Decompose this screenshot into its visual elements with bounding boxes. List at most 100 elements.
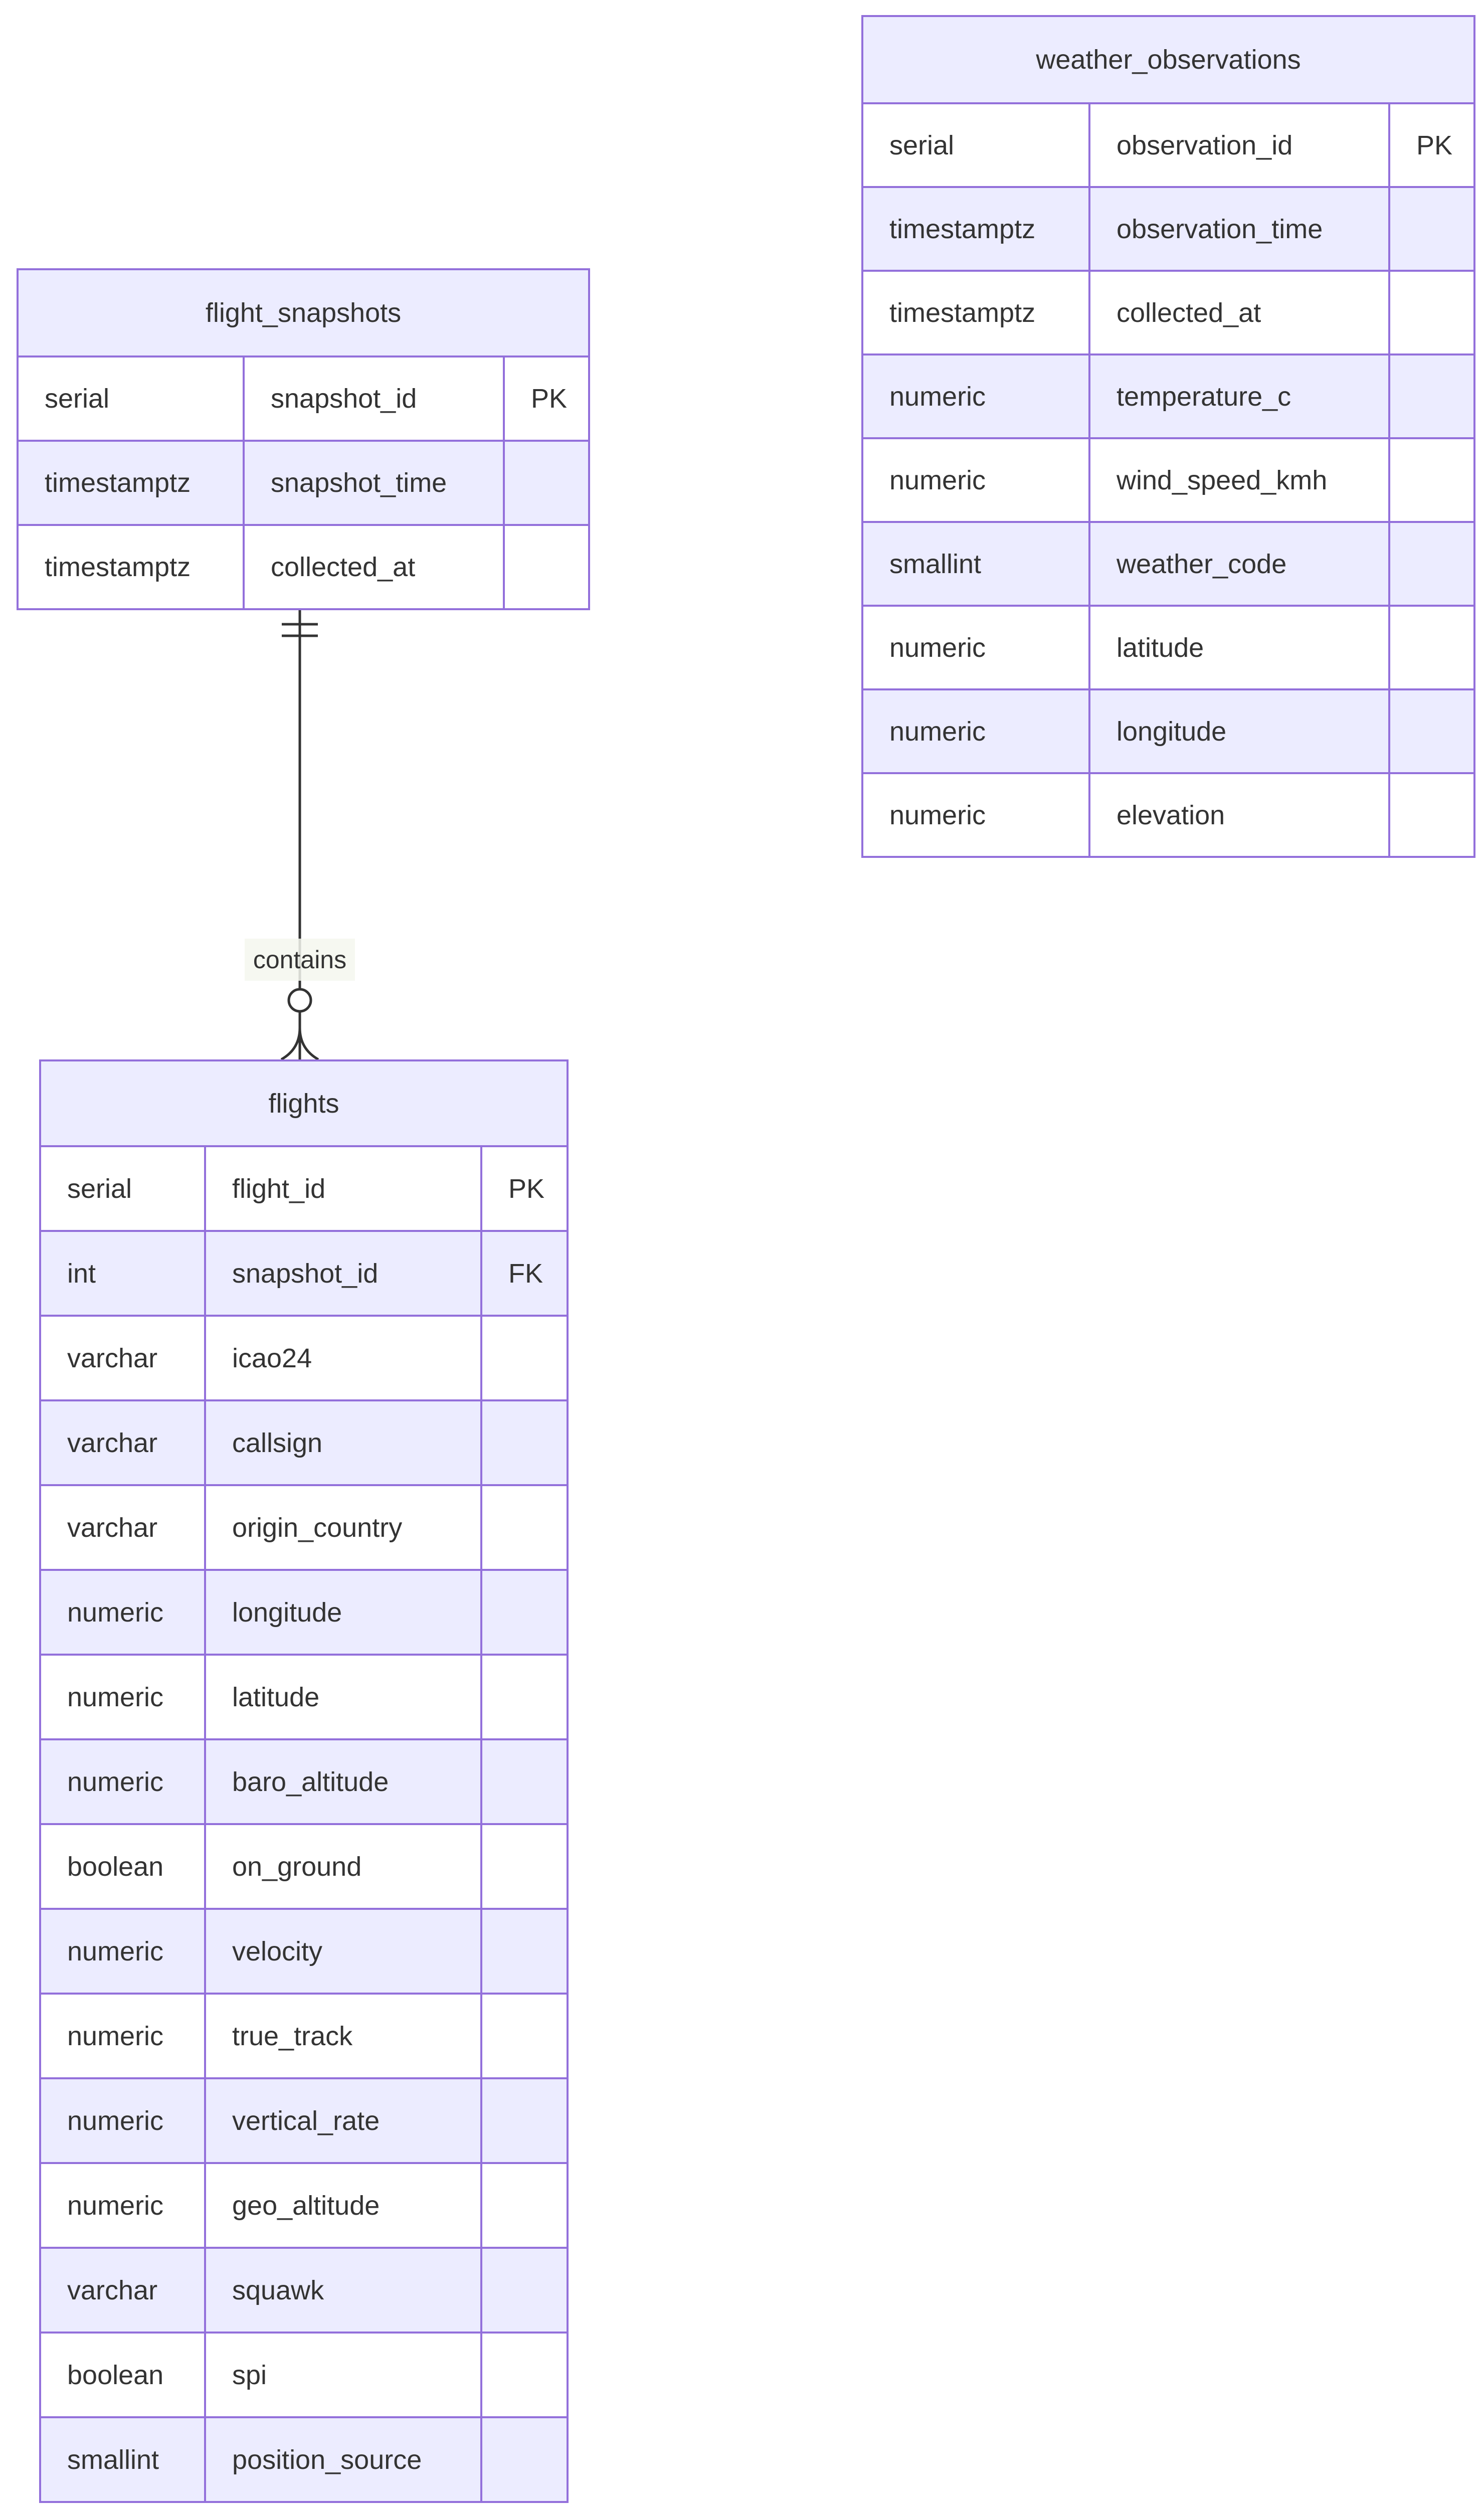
attribute-key-cell [482,2334,567,2416]
attribute-type-cell: smallint [863,523,1090,605]
attribute-name-cell: icao24 [206,1317,482,1399]
attribute-name-cell: velocity [206,1910,482,1993]
attribute-type-cell: smallint [41,2418,206,2501]
attribute-type-cell: numeric [41,1656,206,1738]
attribute-type-cell: varchar [41,1317,206,1399]
attribute-key-cell [482,2249,567,2332]
attribute-type-cell: numeric [41,1740,206,1823]
attribute-name-cell: squawk [206,2249,482,2332]
attribute-name-cell: origin_country [206,1486,482,1569]
attribute-key-cell [482,1740,567,1823]
attribute-key-cell [1390,523,1473,605]
attribute-key-cell [482,1910,567,1993]
entity-title: weather_observations [863,17,1473,102]
attribute-key-cell: PK [1416,130,1453,160]
attribute-type-cell: numeric [41,1910,206,1993]
attribute-type-cell: serial [863,104,1090,186]
relationship-label: contains [245,939,355,981]
attribute-key-cell [482,2418,567,2501]
attribute-type-cell: varchar [41,1401,206,1484]
attribute-key-cell [505,442,588,524]
attribute-key-cell: FK [508,1258,543,1289]
attribute-key-cell [1390,690,1473,772]
attribute-type-cell: serial [19,357,245,440]
attribute-type-cell: numeric [863,355,1090,437]
attribute-key-cell [482,2164,567,2247]
attribute-type-cell: timestamptz [19,442,245,524]
attribute-name-cell: observation_time [1090,188,1390,270]
attribute-key-cell [1390,439,1473,521]
attribute-name-cell: longitude [1090,690,1390,772]
attribute-type-cell: timestamptz [863,272,1090,353]
attribute-name-cell: vertical_rate [206,2079,482,2162]
attribute-type-cell: timestamptz [19,526,245,608]
attribute-key-cell [482,1995,567,2077]
attribute-type-cell: int [41,1232,206,1315]
entity-title: flight_snapshots [19,270,588,355]
attribute-name-cell: latitude [206,1656,482,1738]
cardinality-zero-circle-icon [287,988,312,1013]
attribute-name-cell: flight_id [206,1147,482,1230]
attribute-key-cell [1390,188,1473,270]
attribute-key-cell: PK [531,384,568,414]
attribute-name-cell: longitude [206,1571,482,1654]
attribute-key-cell: PK [508,1173,545,1204]
attribute-type-cell: serial [41,1147,206,1230]
attribute-name-cell: snapshot_id [245,357,505,440]
attribute-type-cell: numeric [863,439,1090,521]
attribute-type-cell: numeric [863,774,1090,856]
attribute-name-cell: snapshot_time [245,442,505,524]
attribute-key-cell [505,526,588,608]
attribute-type-cell: numeric [863,690,1090,772]
attribute-key-cell [1390,272,1473,353]
attribute-key-cell [1390,607,1473,688]
crow-foot-right-prong-icon [298,1027,319,1061]
attribute-name-cell: collected_at [1090,272,1390,353]
attribute-name-cell: on_ground [206,1825,482,1908]
attribute-name-cell: observation_id [1090,104,1390,186]
attribute-name-cell: snapshot_id [206,1232,482,1315]
attribute-key-cell [1390,774,1473,856]
attribute-name-cell: collected_at [245,526,505,608]
attribute-type-cell: numeric [41,1571,206,1654]
attribute-name-cell: geo_altitude [206,2164,482,2247]
entity-title: flights [41,1061,567,1145]
attribute-type-cell: numeric [41,2079,206,2162]
attribute-name-cell: baro_altitude [206,1740,482,1823]
attribute-type-cell: boolean [41,1825,206,1908]
attribute-name-cell: elevation [1090,774,1390,856]
attribute-name-cell: callsign [206,1401,482,1484]
crow-foot-left-prong-icon [280,1027,301,1061]
attribute-name-cell: true_track [206,1995,482,2077]
attribute-type-cell: numeric [41,1995,206,2077]
attribute-type-cell: numeric [41,2164,206,2247]
attribute-key-cell [482,1317,567,1399]
attribute-type-cell: numeric [863,607,1090,688]
